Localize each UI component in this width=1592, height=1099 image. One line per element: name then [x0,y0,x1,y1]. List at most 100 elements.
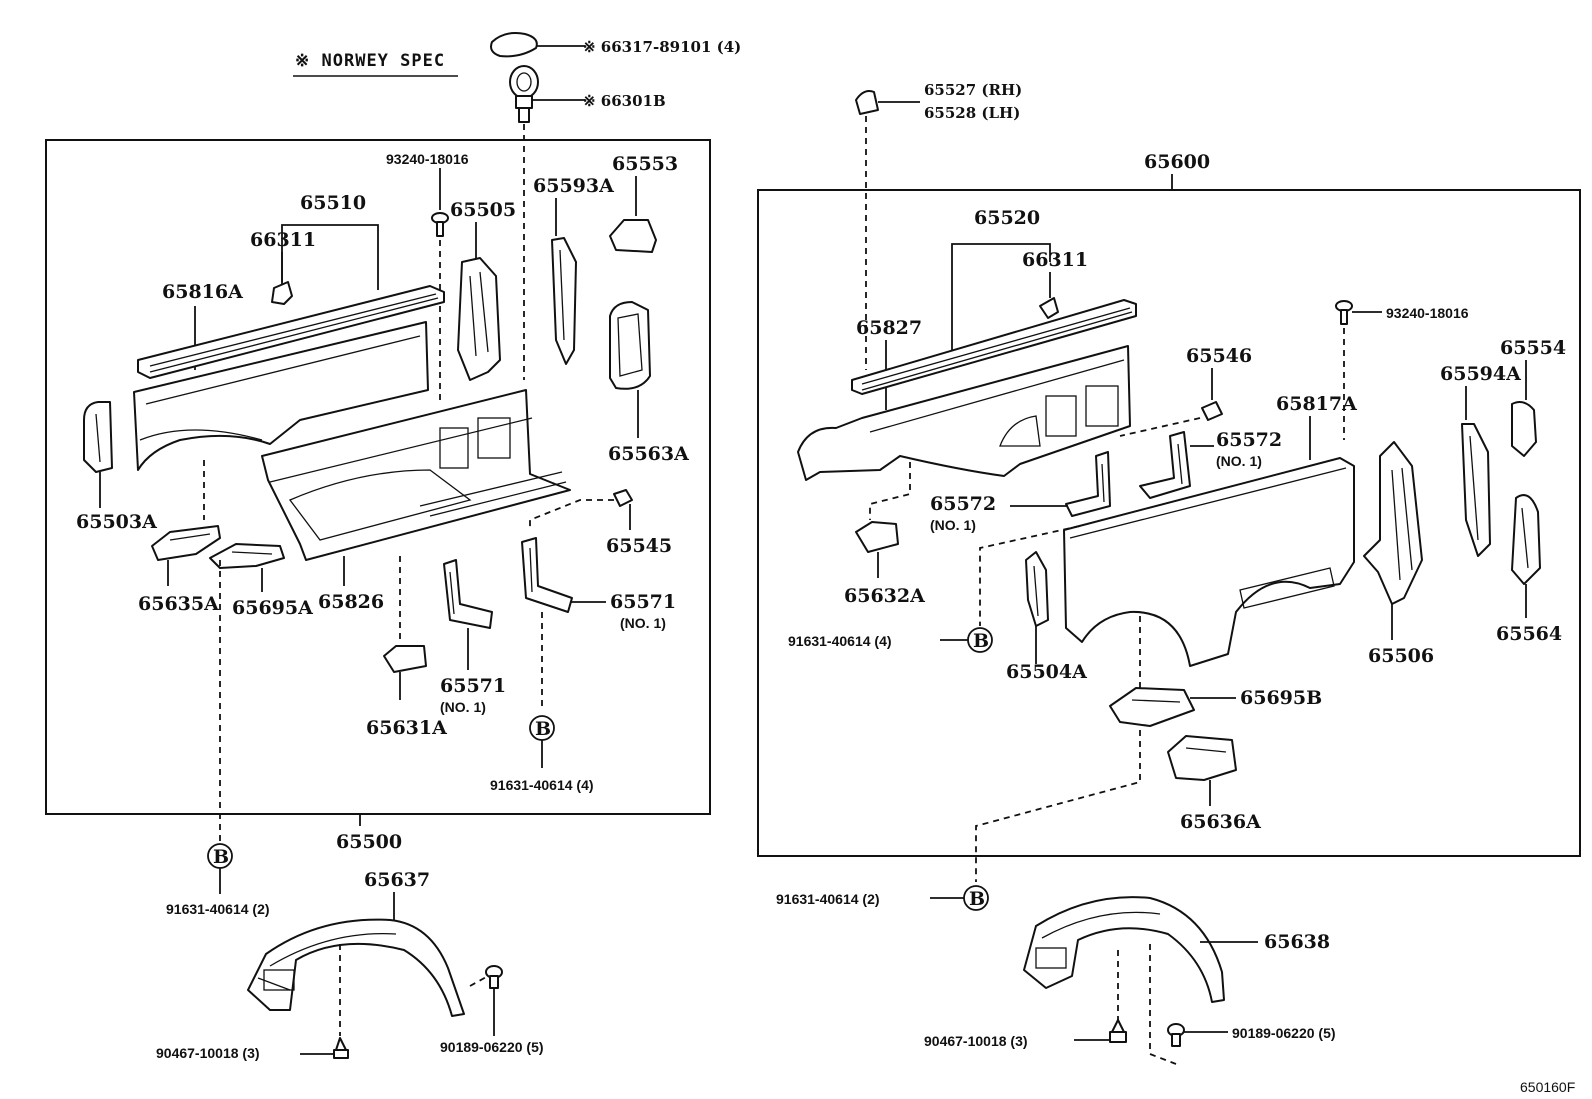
part-rail-65816A[interactable] [137,285,445,379]
part-rail-65827[interactable] [851,299,1137,395]
label-65816A[interactable]: 65816A [162,281,243,303]
label-65827[interactable]: 65827 [856,317,922,339]
part-65571-center[interactable] [443,559,493,629]
label-66311-left[interactable]: 66311 [250,229,316,251]
part-clip-65546[interactable] [1201,401,1223,421]
label-65520[interactable]: 65520 [974,207,1040,229]
part-cap-66317[interactable] [490,32,538,58]
label-65594A[interactable]: 65594A [1440,363,1521,385]
label-65638[interactable]: 65638 [1264,931,1330,953]
part-clip-90189-right[interactable] [1167,1023,1185,1047]
label-66301B[interactable]: ※ 66301B [583,92,666,110]
label-91631-right-4[interactable]: 91631-40614 (4) [788,633,892,649]
marker-b-left-4-text: B [535,718,551,740]
label-65545[interactable]: 65545 [606,535,672,557]
label-91631-right-2[interactable]: 91631-40614 (2) [776,891,880,907]
part-clip-66311-left[interactable] [271,281,293,305]
label-91631-left-2[interactable]: 91631-40614 (2) [166,901,270,917]
part-65635A[interactable] [151,525,221,561]
dash-right-b2 [975,730,1141,882]
label-65572-upper[interactable]: 65572 [1216,429,1282,451]
part-65572-upper[interactable] [1139,431,1191,499]
label-65695A[interactable]: 65695A [232,597,313,619]
part-65563A[interactable] [609,301,651,390]
label-65600[interactable]: 65600 [1144,151,1210,173]
part-65632A[interactable] [855,521,899,553]
label-65528[interactable]: 65528 (LH) [924,104,1020,122]
part-nut-90467-left[interactable] [333,1037,349,1059]
label-65554[interactable]: 65554 [1500,337,1566,359]
label-65563A[interactable]: 65563A [608,443,689,465]
label-90467-left[interactable]: 90467-10018 (3) [156,1045,260,1061]
label-90189-left[interactable]: 90189-06220 (5) [440,1039,544,1055]
label-65527[interactable]: 65527 (RH) [924,81,1022,99]
marker-b-left-2-text: B [213,846,229,868]
label-65504A[interactable]: 65504A [1006,661,1087,683]
part-65636A[interactable] [1167,735,1237,781]
label-65503A[interactable]: 65503A [76,511,157,533]
part-clip-90189-left[interactable] [485,965,503,989]
label-65564[interactable]: 65564 [1496,623,1562,645]
part-clip-65545[interactable] [613,489,633,507]
part-bolt-93240-right[interactable] [1335,300,1353,325]
part-65554[interactable] [1511,401,1537,457]
part-65553[interactable] [609,219,657,253]
label-65572-lower[interactable]: 65572 [930,493,996,515]
part-65571-right[interactable] [521,537,573,613]
part-liner-65637[interactable] [247,918,465,1017]
label-65510[interactable]: 65510 [300,192,366,214]
part-65631A[interactable] [383,645,427,673]
part-65504A[interactable] [1025,551,1049,627]
label-65571-right-sub: (NO. 1) [620,615,666,631]
part-65695B[interactable] [1109,687,1195,727]
label-93240-right[interactable]: 93240-18016 [1386,305,1469,321]
part-bolt-93240-left[interactable] [431,212,449,237]
label-65571-right[interactable]: 65571 [610,591,676,613]
dash-90189-right [1149,944,1177,1065]
label-65553[interactable]: 65553 [612,153,678,175]
part-strip-65593A[interactable] [551,237,577,365]
label-65637[interactable]: 65637 [364,869,430,891]
label-65636A[interactable]: 65636A [1180,811,1261,833]
label-65500[interactable]: 65500 [336,831,402,853]
label-91631-left-4[interactable]: 91631-40614 (4) [490,777,594,793]
norway-spec-note: ※ NORWEY SPEC [295,51,445,71]
label-65593A[interactable]: 65593A [533,175,614,197]
label-65635A[interactable]: 65635A [138,593,219,615]
marker-b-right-2-text: B [969,888,985,910]
label-65546[interactable]: 65546 [1186,345,1252,367]
part-65564[interactable] [1511,494,1541,585]
label-65505[interactable]: 65505 [450,199,516,221]
label-65826[interactable]: 65826 [318,591,384,613]
label-65506[interactable]: 65506 [1368,645,1434,667]
part-floor-65826[interactable] [261,389,571,561]
label-66311-right[interactable]: 66311 [1022,249,1088,271]
part-tiedown-66301B[interactable] [509,65,539,123]
part-65503A[interactable] [83,401,113,473]
label-93240-left[interactable]: 93240-18016 [386,151,469,167]
part-pillar-65505[interactable] [457,257,501,381]
part-cap-65527[interactable] [855,90,879,115]
part-liner-65638[interactable] [1023,896,1225,1003]
label-65695B[interactable]: 65695B [1240,687,1322,709]
label-66317[interactable]: ※ 66317-89101 (4) [583,38,741,56]
part-bedside-65817A[interactable] [1063,457,1355,667]
part-floor-right[interactable] [797,345,1131,481]
part-pillar-65506[interactable] [1363,441,1423,605]
label-90189-right[interactable]: 90189-06220 (5) [1232,1025,1336,1041]
label-65631A[interactable]: 65631A [366,717,447,739]
part-clip-66311-right[interactable] [1039,297,1059,319]
part-65572-lower[interactable] [1065,451,1111,517]
label-90467-right[interactable]: 90467-10018 (3) [924,1033,1028,1049]
label-65632A[interactable]: 65632A [844,585,925,607]
label-65817A[interactable]: 65817A [1276,393,1357,415]
part-nut-90467-right[interactable] [1109,1019,1127,1043]
dash-right-b4 [979,525,1081,626]
label-65571-center[interactable]: 65571 [440,675,506,697]
part-strip-65594A[interactable] [1461,423,1491,557]
right-assembly-frame [757,189,1581,857]
part-bedside-left[interactable] [133,321,429,471]
dash-65545 [529,499,614,530]
part-65695A[interactable] [209,543,285,569]
